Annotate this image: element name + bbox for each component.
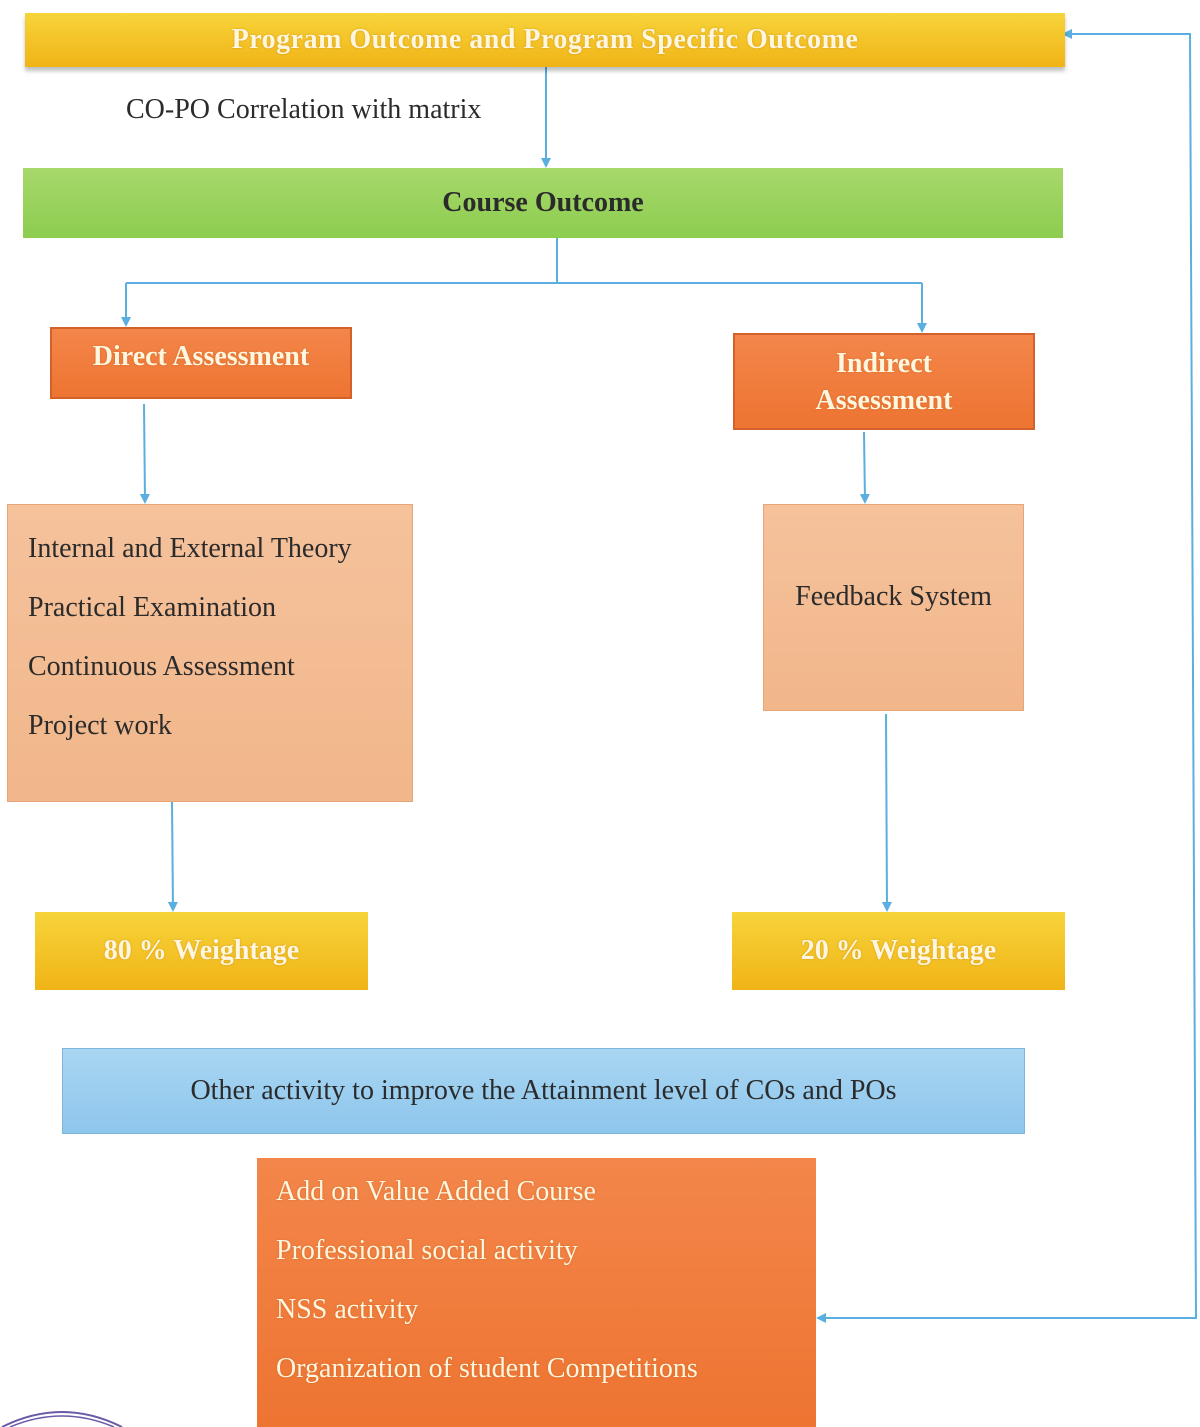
direct-method-item: Project work bbox=[28, 710, 172, 741]
activity-item: Organization of student Competitions bbox=[276, 1353, 698, 1384]
feedback-system-label: Feedback System bbox=[795, 581, 992, 612]
indirect-assessment-box: Indirect Assessment bbox=[733, 333, 1035, 430]
program-outcome-box: Program Outcome and Program Specific Out… bbox=[25, 13, 1065, 67]
other-activity-label: Other activity to improve the Attainment… bbox=[190, 1075, 897, 1106]
direct-assessment-box: Direct Assessment bbox=[50, 327, 352, 399]
weightage-20-label: 20 % Weightage bbox=[800, 935, 997, 966]
feedback-loop-line bbox=[818, 33, 1198, 1319]
improvement-activities-box: Add on Value Added Course Professional s… bbox=[257, 1158, 816, 1427]
weightage-80-box: 80 % Weightage bbox=[35, 912, 368, 990]
course-outcome-title: Course Outcome bbox=[442, 187, 644, 218]
direct-method-item: Continuous Assessment bbox=[28, 651, 295, 682]
seal-stamp-icon bbox=[1, 1411, 123, 1427]
activity-item: Add on Value Added Course bbox=[276, 1176, 596, 1207]
direct-method-item: Internal and External Theory bbox=[28, 533, 352, 564]
program-outcome-title: Program Outcome and Program Specific Out… bbox=[231, 24, 859, 55]
feedback-system-box: Feedback System bbox=[763, 504, 1024, 711]
weightage-80-label: 80 % Weightage bbox=[103, 935, 300, 966]
activity-item: Professional social activity bbox=[276, 1235, 578, 1266]
arrow-feedback-to-20 bbox=[881, 713, 892, 912]
direct-method-item: Practical Examination bbox=[28, 592, 277, 623]
direct-assessment-title: Direct Assessment bbox=[92, 341, 310, 372]
arrow-list-to-80 bbox=[167, 801, 178, 912]
indirect-assessment-title-line2: Assessment bbox=[815, 384, 953, 416]
activity-item: NSS activity bbox=[276, 1294, 419, 1325]
arrow-direct-to-list bbox=[139, 403, 150, 504]
indirect-assessment-title-line1: Indirect bbox=[836, 347, 932, 379]
other-activity-box: Other activity to improve the Attainment… bbox=[62, 1048, 1025, 1134]
course-outcome-box: Course Outcome bbox=[23, 168, 1063, 238]
direct-assessment-methods: Internal and External Theory Practical E… bbox=[7, 504, 413, 802]
arrow-indirect-to-feedback bbox=[859, 431, 870, 504]
co-po-correlation-label: CO-PO Correlation with matrix bbox=[126, 94, 482, 125]
weightage-20-box: 20 % Weightage bbox=[732, 912, 1065, 990]
